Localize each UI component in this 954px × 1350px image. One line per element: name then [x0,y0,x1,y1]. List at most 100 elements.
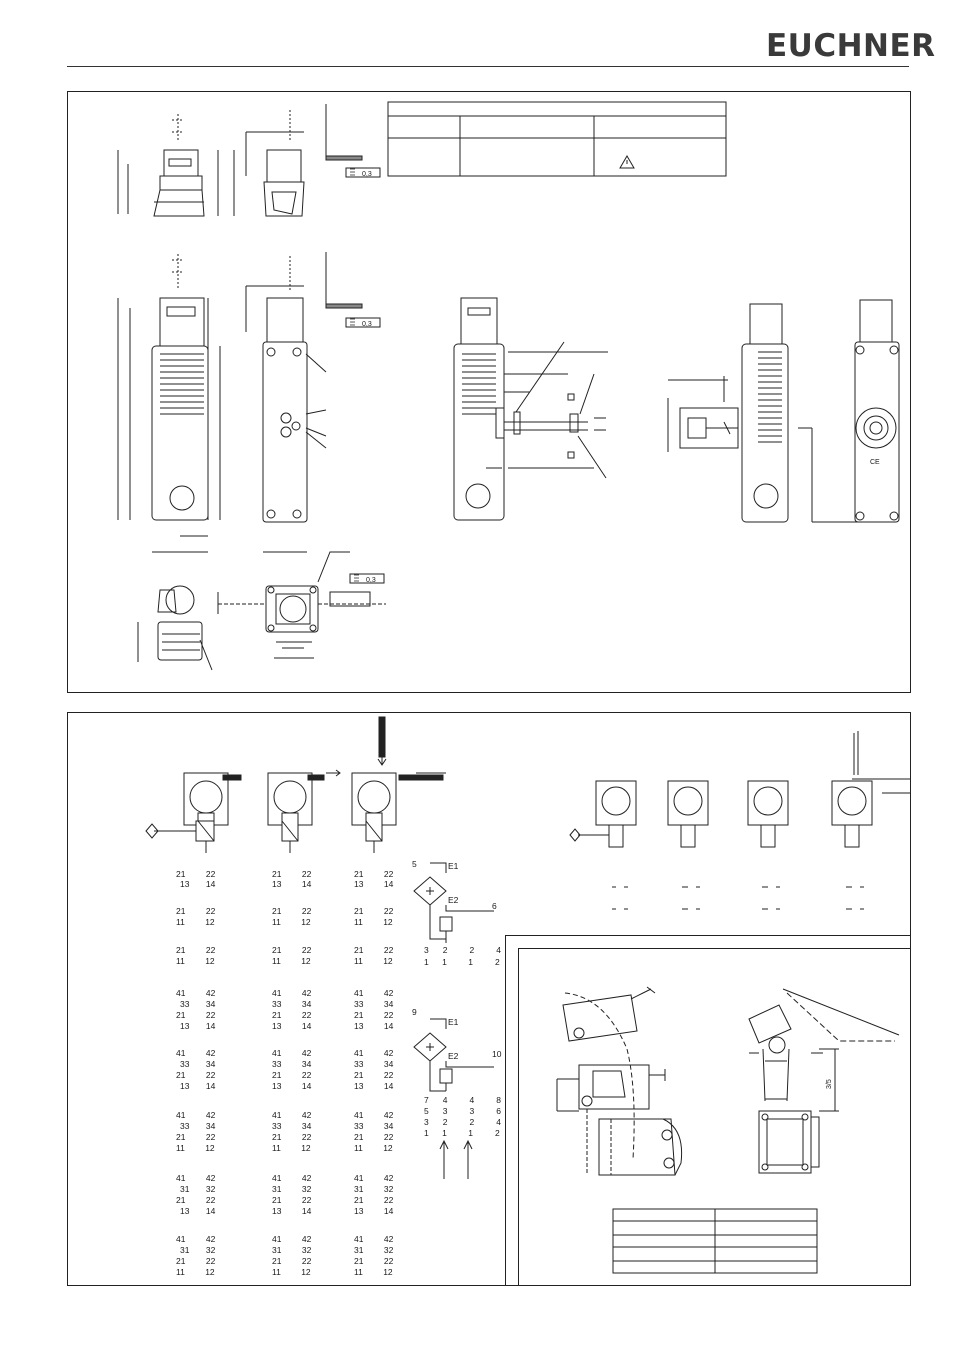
ce-mark: CE [870,459,880,466]
contact-row-8-c-col3: 21 22 [354,1256,394,1266]
contact-row-4-d-col2: 13 14 [272,1021,312,1031]
contact-row-4-b-col3: 33 34 [354,999,394,1009]
switching-diagrams: 21 22 13 14 21 22 11 12 21 22 11 12 41 4… [145,716,910,1277]
contact-row-4-a-col2: 41 42 [272,988,312,998]
contact-row-6-d-col2: 11 12 [272,1143,311,1153]
contact-row-5-d: 13 14 [180,1081,216,1091]
contact-row-2-a-col2: 21 22 [272,906,312,916]
contact-row-8-b: 31 32 [180,1245,216,1255]
contact-row-5-a-col3: 41 42 [354,1048,394,1058]
contact-row-3-b: 11 12 [176,956,215,966]
tolerance-label-2: 0,3 [362,321,372,328]
contact-row-7-d: 13 14 [180,1206,216,1216]
contact-row-4-a: 41 42 [176,988,216,998]
coil2-terminal-out: 10 [492,1049,502,1059]
contact-row-4-d: 13 14 [180,1021,216,1031]
contact-row-4-c-col3: 21 22 [354,1010,394,1020]
contact-row-7-a-col3: 41 42 [354,1173,394,1183]
contact-row-2-a: 21 22 [176,906,216,916]
coil2-e1: E1 [448,1017,459,1027]
contact-row-6-c: 21 22 [176,1132,216,1142]
contact-row-5-c: 21 22 [176,1070,216,1080]
contact-row-3-a: 21 22 [176,945,216,955]
contact-row-1-b-col2: 13 14 [272,879,312,889]
contact-row-1-a-col3: 21 22 [354,869,394,879]
mounting-panel-frame [505,935,910,1285]
mounting-example-panel: 3/5 [518,948,911,1286]
tolerance-label-3: 0,3 [366,577,376,584]
contact-row-4-b-col2: 33 34 [272,999,312,1009]
contact-row-7-c-col2: 21 22 [272,1195,312,1205]
contact-row-5-b-col3: 33 34 [354,1059,394,1069]
contact-row-5-c-col3: 21 22 [354,1070,394,1080]
contact-row-6-b: 33 34 [180,1121,216,1131]
contact-row-8-a-col2: 41 42 [272,1234,312,1244]
contact-row-8-d-col3: 11 12 [354,1267,393,1277]
tolerance-label-1: 0,3 [362,171,372,178]
contact-row-4-d-col3: 13 14 [354,1021,394,1031]
contact-row-6-d: 11 12 [176,1143,215,1153]
contact-row-7-b-col3: 31 32 [354,1184,394,1194]
contact-row-7-c: 21 22 [176,1195,216,1205]
contact-row-7-b-col2: 31 32 [272,1184,312,1194]
contact-row-6-c-col3: 21 22 [354,1132,394,1142]
contact-row-7-c-col3: 21 22 [354,1195,394,1205]
contact-row-6-a-col3: 41 42 [354,1110,394,1120]
contact-row-7-a-col2: 41 42 [272,1173,312,1183]
contact-row-1-a-col2: 21 22 [272,869,312,879]
contact-row-7-b: 31 32 [180,1184,216,1194]
contact-row-8-c: 21 22 [176,1256,216,1266]
contact-row-6-d-col3: 11 12 [354,1143,393,1153]
contact-row-7-d-col3: 13 14 [354,1206,394,1216]
contact-row-3-a-col3: 21 22 [354,945,394,955]
contact-row-5-d-col2: 13 14 [272,1081,312,1091]
contact-row-4-a-col3: 41 42 [354,988,394,998]
contact-row-6-b-col3: 33 34 [354,1121,394,1131]
coil1-terminal-out: 6 [492,901,497,911]
mounting-dimension-label: 3/5 [826,1079,833,1089]
contact-row-8-c-col2: 21 22 [272,1256,312,1266]
contact-row-5-c-col2: 21 22 [272,1070,312,1080]
contact-row-2-a-col3: 21 22 [354,906,394,916]
contact-row-6-c-col2: 21 22 [272,1132,312,1142]
contact-row-5-a-col2: 41 42 [272,1048,312,1058]
contact-row-8-a: 41 42 [176,1234,216,1244]
contact-row-3-a-col2: 21 22 [272,945,312,955]
header-divider [67,66,909,67]
coil1-e2: E2 [448,895,459,905]
dimension-drawings-panel: 0,3 0,3 0,3 CE [67,91,911,693]
coil1-e1: E1 [448,861,459,871]
coil1-terminal-top: 5 [412,859,417,869]
dimension-drawings: 0,3 0,3 0,3 CE [117,101,900,671]
contact-row-4-c-col2: 21 22 [272,1010,312,1020]
contact-row-7-d-col2: 13 14 [272,1206,312,1216]
contact-row-2-b-col2: 11 12 [272,917,311,927]
contact-row-4-c: 21 22 [176,1010,216,1020]
contact-row-4-b: 33 34 [180,999,216,1009]
contact-row-5-b: 33 34 [180,1059,216,1069]
mounting-example: 3/5 [556,986,900,1274]
contact-row-3-b-col2: 11 12 [272,956,311,966]
contact-row-1-b: 13 14 [180,879,216,889]
contact-row-8-d: 11 12 [176,1267,215,1277]
contact-row-6-a-col2: 41 42 [272,1110,312,1120]
coil2-terminal-top: 9 [412,1007,417,1017]
contact-row-6-a: 41 42 [176,1110,216,1120]
contact-row-7-a: 41 42 [176,1173,216,1183]
contact-row-2-b-col3: 11 12 [354,917,393,927]
contact-row-8-b-col2: 31 32 [272,1245,312,1255]
contact-row-5-b-col2: 33 34 [272,1059,312,1069]
coil2-e2: E2 [448,1051,459,1061]
contact-row-8-a-col3: 41 42 [354,1234,394,1244]
contact-row-5-a: 41 42 [176,1048,216,1058]
contact-row-3-b-col3: 11 12 [354,956,393,966]
contact-row-6-b-col2: 33 34 [272,1121,312,1131]
contact-row-1-b-col3: 13 14 [354,879,394,889]
contact-row-1-a: 21 22 [176,869,216,879]
